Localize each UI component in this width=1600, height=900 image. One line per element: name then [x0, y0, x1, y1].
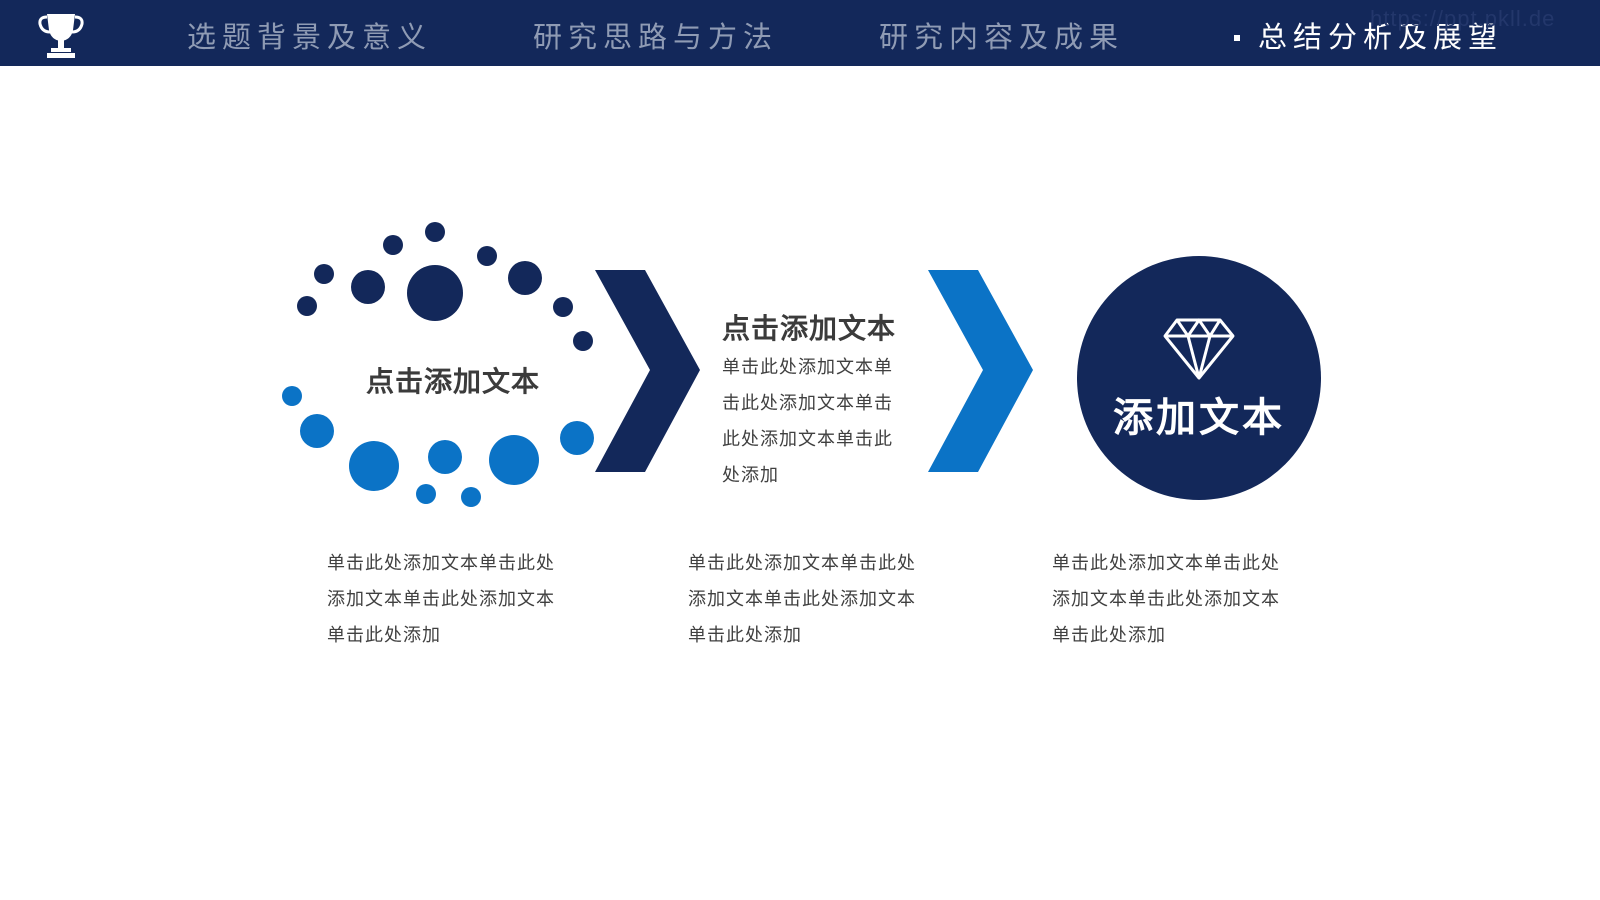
- active-nav-marker: [1234, 35, 1240, 41]
- ring-dot: [314, 264, 334, 284]
- ring-dot: [428, 440, 462, 474]
- stage-2-body: 单击此处添加文本单击此处添加文本单击此处添加文本单击此处添加: [722, 357, 893, 486]
- stage-2-title: 点击添加文本: [722, 312, 897, 345]
- ring-dot: [508, 261, 542, 295]
- nav-tab-method[interactable]: 研究思路与方法: [533, 20, 779, 54]
- ring-dot: [477, 246, 497, 266]
- ring-dot: [425, 222, 445, 242]
- ring-dot: [351, 270, 385, 304]
- ring-dot: [553, 297, 573, 317]
- ring-dot: [489, 435, 539, 485]
- top-navigation-bar: 选题背景及意义 研究思路与方法 研究内容及成果 总结分析及展望 https://…: [0, 0, 1600, 66]
- ring-dot: [461, 487, 481, 507]
- ring-dot: [300, 414, 334, 448]
- ring-dot: [560, 421, 594, 455]
- dot-ring-graphic: [282, 222, 594, 507]
- nav-tab-background[interactable]: 选题背景及意义: [187, 20, 433, 54]
- ring-dot: [407, 265, 463, 321]
- stage-3-title: 添加文本: [1113, 395, 1285, 441]
- diamond-icon: [1163, 318, 1235, 380]
- ring-dot: [416, 484, 436, 504]
- ring-dot: [282, 386, 302, 406]
- nav-tab-summary[interactable]: 总结分析及展望: [1258, 20, 1504, 54]
- ring-dot: [383, 235, 403, 255]
- trophy-icon: [38, 14, 84, 58]
- ring-dot: [573, 331, 593, 351]
- chevron-right-icon: [928, 270, 1033, 472]
- stage-2-caption: 单击此处添加文本单击此处添加文本单击此处添加文本单击此处添加: [688, 553, 916, 646]
- stage-1-caption: 单击此处添加文本单击此处添加文本单击此处添加文本单击此处添加: [327, 553, 555, 646]
- ring-dot: [297, 296, 317, 316]
- chevron-right-icon: [595, 270, 700, 472]
- nav-tab-results[interactable]: 研究内容及成果: [879, 20, 1125, 54]
- stage-1-title: 点击添加文本: [366, 365, 541, 398]
- watermark: https://ppt.pkll.de: [1370, 6, 1556, 31]
- stage-3-caption: 单击此处添加文本单击此处添加文本单击此处添加文本单击此处添加: [1052, 553, 1280, 646]
- ring-dot: [349, 441, 399, 491]
